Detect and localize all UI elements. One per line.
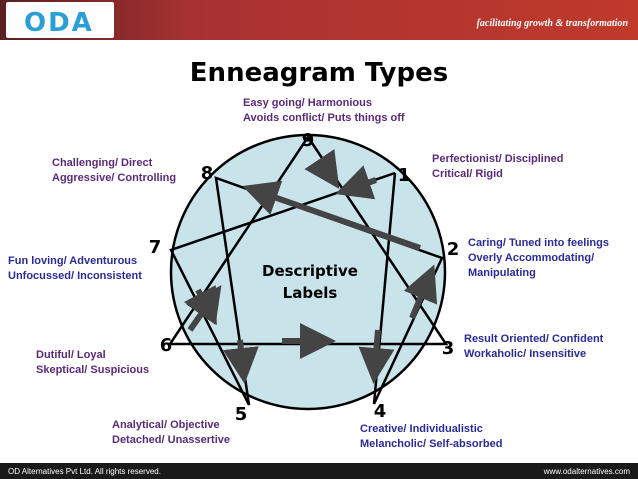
type-8-line2: Aggressive/ Controlling — [52, 172, 177, 184]
type-4-line2: Melancholic/ Self-absorbed — [360, 438, 503, 450]
website-link[interactable]: www.odalternatives.com — [543, 467, 630, 476]
type-6-description: Dutiful/ Loyal Skeptical/ Suspicious — [36, 348, 149, 378]
type-7-description: Fun loving/ Adventurous Unfocussed/ Inco… — [8, 254, 142, 284]
arrow-9-3 — [304, 149, 340, 189]
type-5-line1: Analytical/ Objective — [112, 419, 220, 431]
company-logo: ODA — [6, 2, 114, 38]
type-number-8: 8 — [201, 163, 214, 184]
arrow-1-4 — [358, 329, 395, 384]
type-number-9: 9 — [302, 130, 315, 151]
type-9-line2: Avoids conflict/ Puts things off — [243, 112, 405, 124]
type-7-line2: Unfocussed/ Inconsistent — [8, 270, 142, 282]
type-6-line2: Skeptical/ Suspicious — [36, 364, 150, 376]
type-number-1: 1 — [398, 165, 411, 186]
type-9-description: Easy going/ Harmonious Avoids conflict/ … — [243, 96, 405, 126]
type-4-line1: Creative/ Individualistic — [360, 423, 483, 435]
direction-arrows — [184, 149, 438, 384]
arrow-8-5 — [222, 339, 259, 384]
arrow-4-2 — [403, 264, 438, 320]
type-7-line1: Fun loving/ Adventurous — [8, 255, 138, 267]
tagline: facilitating growth & transformation — [476, 18, 628, 29]
logo-text: ODA — [24, 8, 94, 38]
type-1-line1: Perfectionist/ Disciplined — [432, 153, 564, 165]
type-9-line1: Easy going/ Harmonious — [243, 97, 372, 109]
type-3-description: Result Oriented/ Confident Workaholic/ I… — [464, 332, 603, 362]
hexad-1-4-2-8-5-7 — [169, 171, 444, 406]
arrow-7-5 — [184, 285, 217, 326]
arrow-1-7 — [335, 165, 377, 200]
page-title: Enneagram Types — [189, 58, 449, 88]
type-5-description: Analytical/ Objective Detached/ Unassert… — [112, 418, 230, 448]
type-5-line2: Detached/ Unassertive — [112, 434, 230, 446]
arrow-2-8 — [242, 180, 421, 251]
type-number-6: 6 — [160, 335, 173, 356]
center-label-line1: Descriptive — [262, 262, 358, 280]
type-number-2: 2 — [447, 239, 460, 260]
type-3-line2: Workaholic/ Insensitive — [464, 348, 587, 360]
type-number-7: 7 — [149, 237, 162, 258]
type-2-line1: Caring/ Tuned into feelings — [468, 237, 609, 249]
type-1-line2: Critical/ Rigid — [432, 168, 503, 180]
header-banner: ODA facilitating growth & transformation — [0, 0, 638, 40]
type-6-line1: Dutiful/ Loyal — [36, 349, 106, 361]
type-number-3: 3 — [442, 338, 455, 359]
type-8-line1: Challenging/ Direct — [52, 157, 153, 169]
type-8-description: Challenging/ Direct Aggressive/ Controll… — [52, 156, 176, 186]
copyright-text: OD Alternatives Pvt Ltd. All rights rese… — [8, 467, 161, 476]
type-2-line2: Overly Accommodating/ — [468, 252, 595, 264]
type-3-line1: Result Oriented/ Confident — [464, 333, 604, 345]
type-number-5: 5 — [235, 404, 248, 425]
type-number-4: 4 — [374, 401, 387, 422]
type-1-description: Perfectionist/ Disciplined Critical/ Rig… — [432, 152, 563, 182]
footer-bar: OD Alternatives Pvt Ltd. All rights rese… — [0, 463, 638, 479]
type-2-line3: Manipulating — [468, 267, 536, 279]
type-4-description: Creative/ Individualistic Melancholic/ S… — [360, 422, 502, 452]
type-2-description: Caring/ Tuned into feelings Overly Accom… — [468, 236, 609, 281]
center-label-line2: Labels — [283, 284, 338, 302]
